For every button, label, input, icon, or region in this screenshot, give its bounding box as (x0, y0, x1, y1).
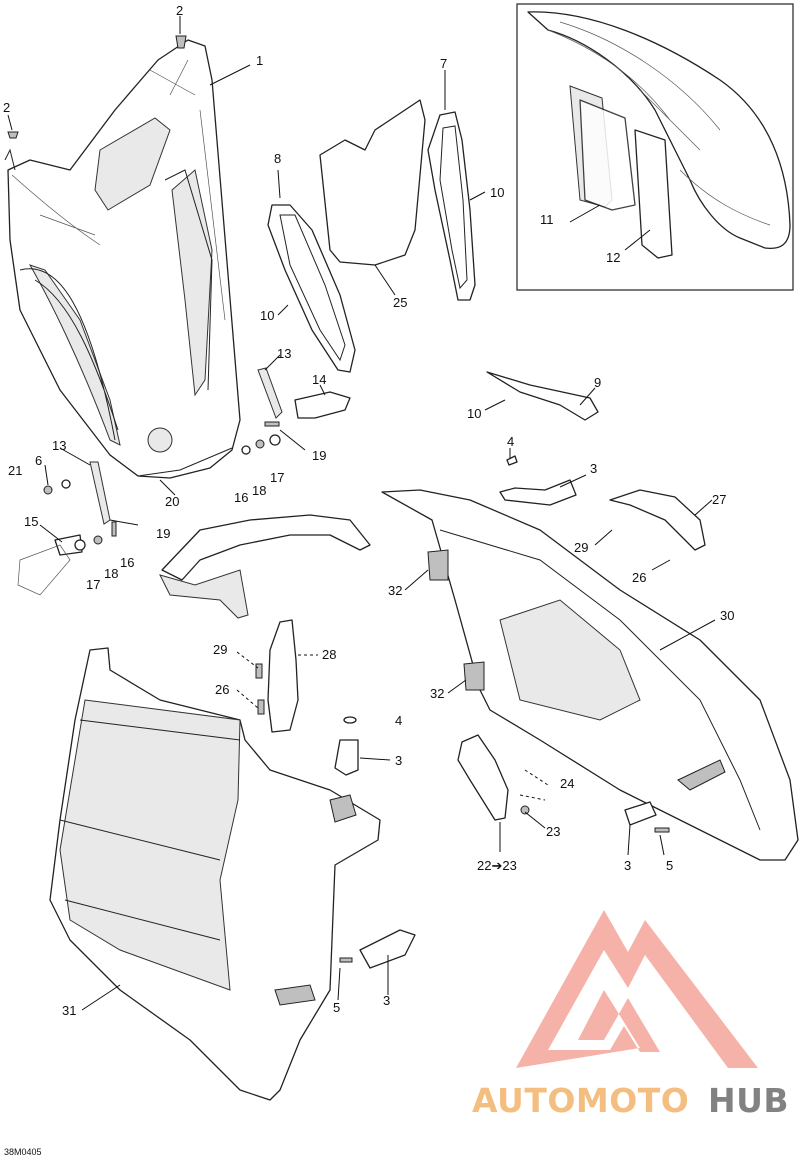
callout-4: 4 (395, 713, 402, 728)
hardware-small (43, 421, 281, 551)
callout-25: 25 (393, 295, 407, 310)
callout-26: 26 (632, 570, 646, 585)
callout-10: 10 (490, 185, 504, 200)
callout-9: 9 (594, 375, 601, 390)
callouts: 1 2 2 3 3 3 3 4 4 5 5 6 7 8 9 10 10 10 1… (3, 3, 734, 1157)
part-20-lower-trim (159, 514, 371, 619)
callout-14: 14 (312, 372, 326, 387)
callout-3: 3 (624, 858, 631, 873)
callout-21: 21 (8, 463, 22, 478)
part-9-trim (486, 371, 599, 421)
callout-1: 1 (256, 53, 263, 68)
callout-19: 19 (312, 448, 326, 463)
part-30-right-side-panel (381, 489, 799, 861)
callout-12: 12 (606, 250, 620, 265)
callout-4: 4 (507, 434, 514, 449)
part-28-center-trim (255, 619, 299, 733)
callout-29: 29 (574, 540, 588, 555)
callout-15: 15 (24, 514, 38, 529)
part-3-clip-lower (339, 929, 416, 969)
part-1-front-fairing (4, 39, 241, 479)
callout-17: 17 (86, 577, 100, 592)
part-31-left-side-panel (49, 647, 381, 1101)
callout-13: 13 (52, 438, 66, 453)
callout-3: 3 (395, 753, 402, 768)
callout-7: 7 (440, 56, 447, 71)
callout-2: 2 (176, 3, 183, 18)
callout-2: 2 (3, 100, 10, 115)
part-27-side-trim (609, 489, 706, 551)
callout-20: 20 (165, 494, 179, 509)
callout-18: 18 (252, 483, 266, 498)
callout-24: 24 (560, 776, 574, 791)
callout-27: 27 (712, 492, 726, 507)
part-3-clip-upper (499, 455, 577, 506)
callout-10: 10 (467, 406, 481, 421)
callout-6: 6 (35, 453, 42, 468)
callout-23: 23 (546, 824, 560, 839)
callout-17: 17 (270, 470, 284, 485)
callout-18: 18 (104, 566, 118, 581)
watermark-text-part2: HUB (708, 1081, 789, 1120)
leader-lines (7, 16, 716, 1011)
callout-30: 30 (720, 608, 734, 623)
callout-28: 28 (322, 647, 336, 662)
part-22-bracket (457, 734, 530, 821)
callout-29: 29 (213, 642, 227, 657)
callout-32: 32 (388, 583, 402, 598)
inset-detail (516, 3, 794, 291)
watermark-logo: AUTOMOTO HUB (472, 910, 789, 1120)
part-8-vent-frame (267, 204, 356, 373)
callout-16: 16 (234, 490, 248, 505)
drawing-code: 38M0405 (4, 1147, 42, 1157)
part-3-clip-right (624, 801, 670, 833)
watermark-triangle (516, 910, 758, 1068)
callout-32: 32 (430, 686, 444, 701)
callout-13: 13 (277, 346, 291, 361)
brackets-13-14-15 (17, 367, 351, 596)
callout-22-to-23: 22➔23 (477, 858, 517, 873)
callout-3: 3 (590, 461, 597, 476)
part-25-panel (319, 99, 426, 266)
callout-31: 31 (62, 1003, 76, 1018)
callout-5: 5 (666, 858, 673, 873)
part-3-clip-center (334, 716, 359, 776)
callout-19: 19 (156, 526, 170, 541)
callout-8: 8 (274, 151, 281, 166)
callout-16: 16 (120, 555, 134, 570)
callout-11: 11 (540, 212, 554, 227)
callout-10: 10 (260, 308, 274, 323)
callout-5: 5 (333, 1000, 340, 1015)
part-2-rivets (7, 35, 187, 139)
callout-3: 3 (383, 993, 390, 1008)
part-7-vent (427, 111, 476, 301)
watermark-text-part1: AUTOMOTO (472, 1081, 689, 1120)
callout-26: 26 (215, 682, 229, 697)
